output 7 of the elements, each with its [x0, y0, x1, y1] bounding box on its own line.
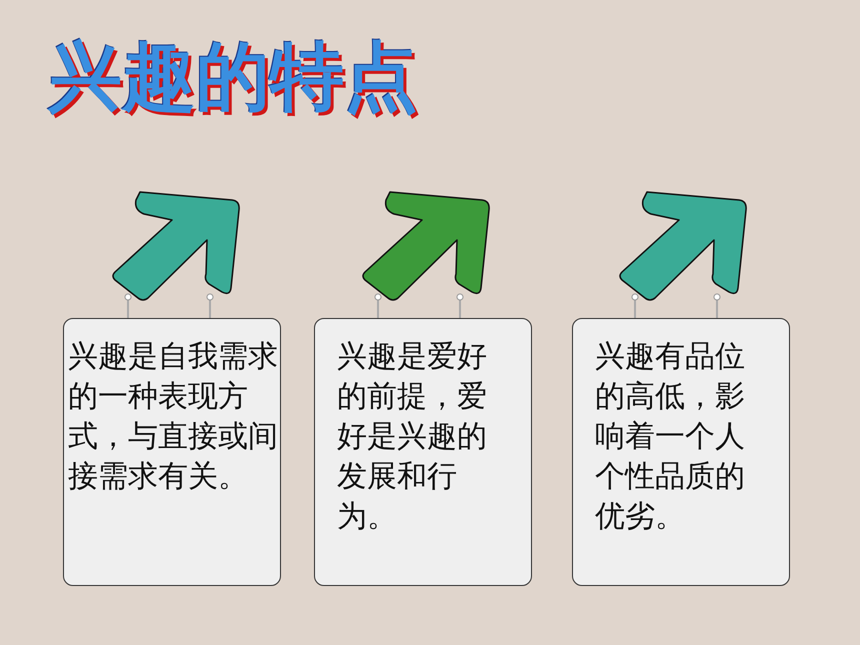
text-card [314, 318, 532, 586]
card-text: 兴趣是爱好的前提，爱好是兴趣的发展和行为。 [337, 338, 488, 536]
text-card [572, 318, 790, 586]
card-text: 兴趣是自我需求的一种表现方式，与直接或间接需求有关。 [68, 338, 279, 496]
title: 兴趣的特点 [48, 40, 418, 114]
text-card [63, 318, 281, 586]
card-text: 兴趣有品位的高低，影响着一个人个性品质的优劣。 [595, 338, 746, 536]
